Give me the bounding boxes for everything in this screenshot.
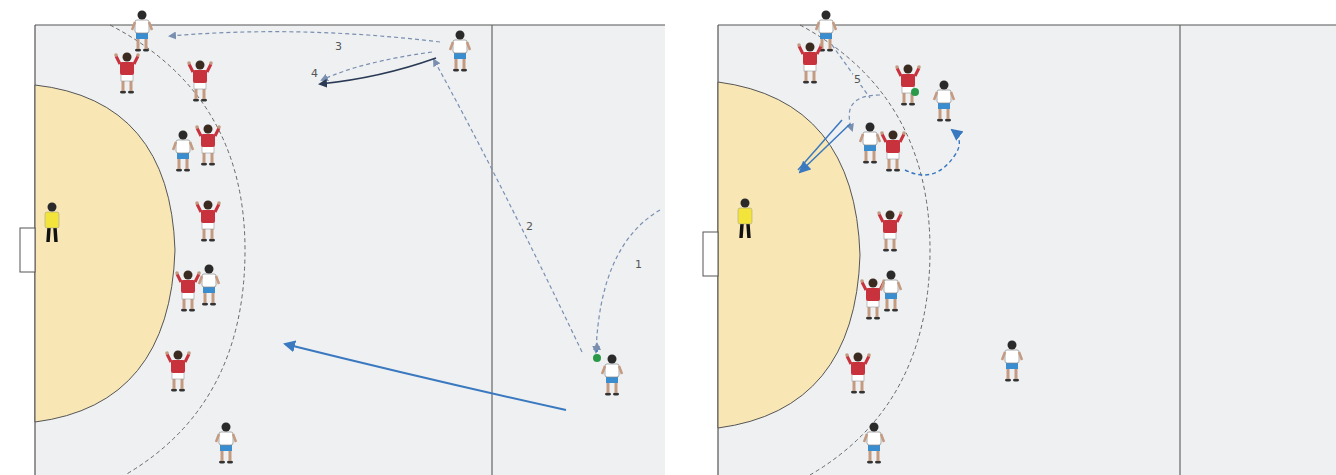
callout-number: 2 bbox=[525, 221, 534, 232]
callout-number: 4 bbox=[310, 68, 319, 79]
callout-number: 3 bbox=[334, 41, 343, 52]
callout-number: 5 bbox=[853, 74, 862, 85]
callout-number: 1 bbox=[634, 259, 643, 270]
